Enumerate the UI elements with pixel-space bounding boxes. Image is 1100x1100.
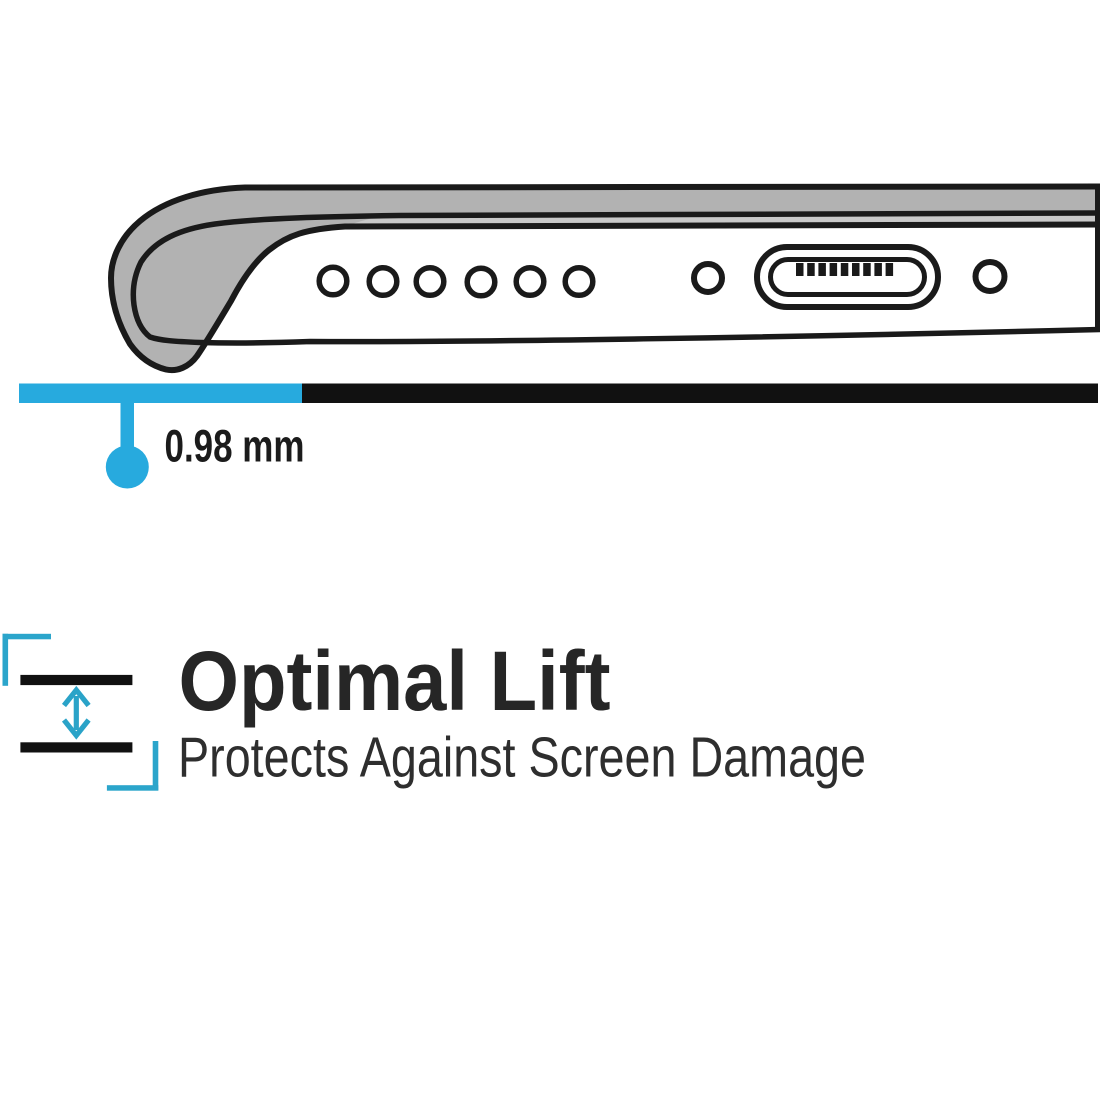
svg-text:0.98 mm: 0.98 mm: [165, 421, 305, 472]
svg-text:Protects Against Screen Damage: Protects Against Screen Damage: [178, 726, 866, 790]
svg-text:Optimal Lift: Optimal Lift: [179, 634, 611, 728]
